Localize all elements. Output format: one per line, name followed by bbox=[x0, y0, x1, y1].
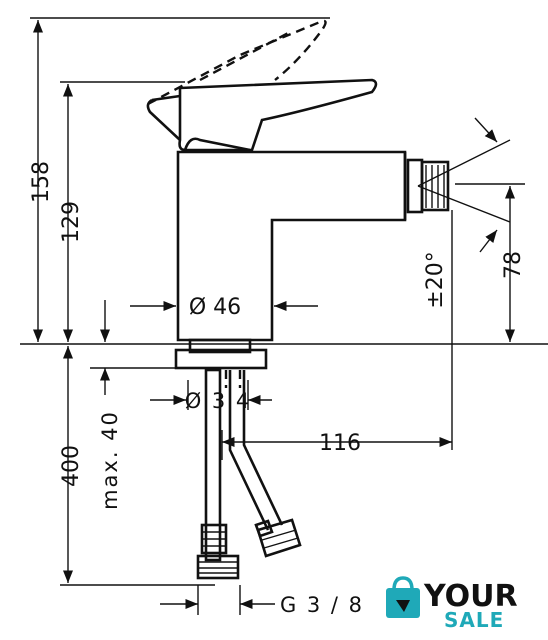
dim-spout-height: 78 bbox=[501, 251, 526, 279]
dim-connection-thread: G 3 / 8 bbox=[280, 593, 364, 617]
shopping-bag-icon bbox=[386, 576, 420, 618]
dim-base-diameter: Ø 3 4 bbox=[185, 389, 252, 413]
your-sale-logo: YOUR SALE bbox=[386, 576, 518, 632]
dim-max-thickness: max. 40 bbox=[98, 410, 122, 510]
dim-spout-reach: 116 bbox=[319, 431, 361, 456]
dim-swivel-angle: ±20° bbox=[423, 251, 448, 308]
dim-hose-length: 400 bbox=[59, 445, 84, 487]
dimension-lines bbox=[20, 17, 548, 615]
dim-height-spout: 129 bbox=[59, 201, 84, 243]
logo-word-sale: SALE bbox=[444, 608, 504, 632]
dim-body-diameter: Ø 46 bbox=[189, 295, 241, 320]
dim-height-total: 158 bbox=[29, 161, 54, 203]
logo-word-your: YOUR bbox=[423, 579, 518, 614]
